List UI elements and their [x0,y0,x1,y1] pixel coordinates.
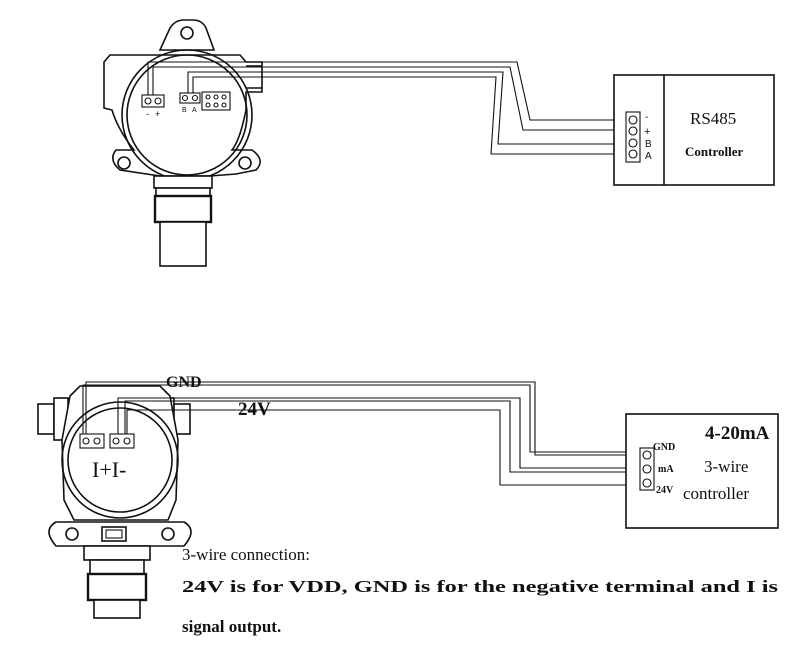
controller-pin-ma: mA [658,464,674,475]
bottom-wires [82,381,642,486]
wire-gnd-label: GND [166,374,202,391]
controller-pin-a: A [645,151,652,162]
terminal-label-minus: - [146,109,149,119]
caption-title: 3-wire connection: [182,545,310,564]
bottom-sensor-housing [37,385,192,619]
rs485-label: Controller [685,144,743,159]
top-sensor-terminal-power: - + [141,94,165,119]
sensor-face-text: I+I- [92,457,126,482]
caption-line1: 24V is for VDD, GND is for the negative … [182,577,779,596]
ma-controller: GND mA 24V 4-20mA 3-wire controller [625,413,779,529]
controller-pin-24v: 24V [656,485,674,496]
controller-pin-minus: - [645,112,648,123]
wire-24v-label: 24V [238,399,271,420]
caption-line2: signal output. [182,617,281,636]
controller-pin-b: B [645,139,652,150]
bottom-sensor-terminals: I+I- [79,433,135,482]
ma-controller-title: 4-20mA [705,423,770,444]
top-sensor-terminal-bus: B A [179,91,231,114]
ma-controller-line1: 3-wire [704,457,748,476]
controller-pin-gnd: GND [653,442,675,453]
top-sensor-housing [103,19,263,267]
ma-controller-line2: controller [683,484,749,503]
rs485-controller: - + B A RS485 Controller [613,74,775,186]
terminal-label-plus: + [155,109,160,119]
top-wires [147,61,628,155]
terminal-label-b: B [182,107,187,114]
controller-pin-plus: + [644,126,650,138]
caption: 3-wire connection: 24V is for VDD, GND i… [182,545,779,636]
rs485-title: RS485 [690,109,736,128]
terminal-label-a: A [192,107,197,114]
